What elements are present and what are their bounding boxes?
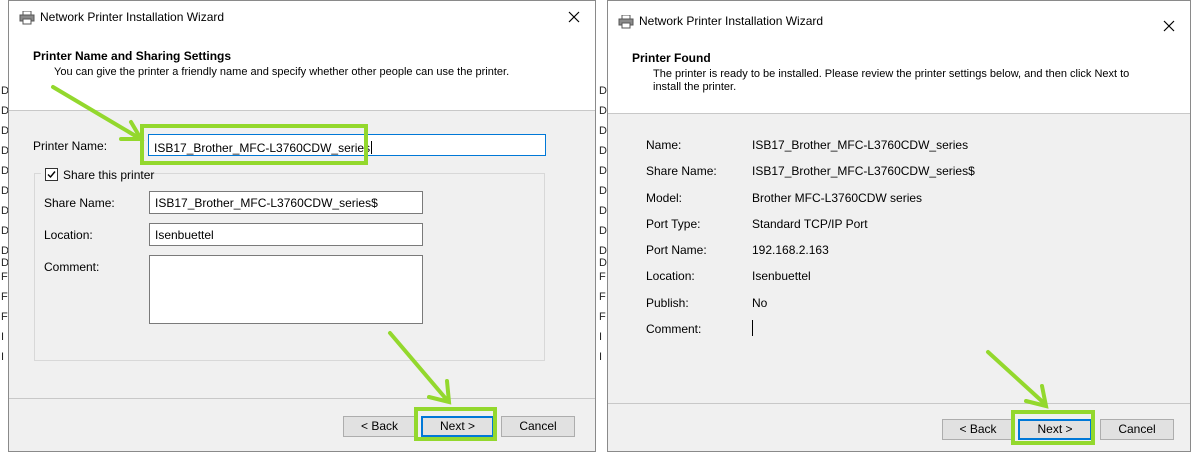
checkmark-icon xyxy=(47,171,56,179)
bg-fragment: I xyxy=(1,351,5,363)
page-description-line: install the printer. xyxy=(653,81,737,93)
share-name-value: ISB17_Brother_MFC-L3760CDW_series$ xyxy=(155,196,378,210)
page-title: Printer Found xyxy=(632,51,711,65)
highlight-box xyxy=(414,407,497,441)
bg-fragment: D xyxy=(599,165,607,177)
footer-divider xyxy=(608,403,1190,404)
next-button[interactable]: Next > xyxy=(421,416,494,437)
location-value: Isenbuettel xyxy=(155,228,214,242)
wizard-header: Printer Found The printer is ready to be… xyxy=(608,33,1190,114)
summary-label: Share Name: xyxy=(646,164,717,178)
bg-fragment: D xyxy=(599,225,607,237)
background-window-left: D D D D D D D D D D F F F I I xyxy=(1,0,9,456)
printer-name-label: Printer Name: xyxy=(33,139,108,153)
comment-textarea[interactable] xyxy=(149,255,423,324)
bg-fragment: D xyxy=(599,125,607,137)
bg-fragment: D xyxy=(1,105,9,117)
back-button[interactable]: < Back xyxy=(343,416,416,437)
title-bar[interactable]: Network Printer Installation Wizard xyxy=(9,1,595,33)
close-icon[interactable] xyxy=(1156,14,1182,38)
comment-label: Comment: xyxy=(44,260,100,274)
close-icon[interactable] xyxy=(561,5,587,29)
share-name-label: Share Name: xyxy=(44,196,115,210)
wizard-dialog-printer-found: Network Printer Installation Wizard Prin… xyxy=(607,0,1191,452)
text-caret xyxy=(752,320,753,336)
summary-label: Port Name: xyxy=(646,243,707,257)
highlight-box xyxy=(1011,410,1095,445)
location-input[interactable]: Isenbuettel xyxy=(149,223,423,246)
bg-fragment: D xyxy=(599,105,607,117)
share-checkbox-label: Share this printer xyxy=(63,168,155,182)
bg-fragment: D xyxy=(1,125,9,137)
bg-fragment: I xyxy=(1,331,5,343)
bg-fragment: I xyxy=(599,331,603,343)
bg-fragment: F xyxy=(599,291,606,303)
bg-fragment: D xyxy=(1,165,9,177)
page-title: Printer Name and Sharing Settings xyxy=(33,49,232,63)
text-caret xyxy=(371,141,373,154)
title-bar[interactable]: Network Printer Installation Wizard xyxy=(608,1,1190,33)
arrow-pointer-icon xyxy=(986,350,1049,409)
summary-value: No xyxy=(752,296,768,310)
bg-fragment: F xyxy=(599,311,606,323)
window-title: Network Printer Installation Wizard xyxy=(639,14,824,28)
highlight-box xyxy=(140,124,368,165)
page-description-line: The printer is ready to be installed. Pl… xyxy=(653,68,1130,80)
bg-fragment: D xyxy=(1,205,9,217)
bg-fragment: D xyxy=(599,185,607,197)
share-checkbox-row[interactable]: Share this printer xyxy=(41,166,154,182)
wizard-dialog-sharing: Network Printer Installation Wizard Prin… xyxy=(8,0,596,452)
background-window-right: D D D D D D D D D D F F F I I xyxy=(599,0,607,456)
bg-fragment: F xyxy=(1,311,8,323)
bg-fragment: I xyxy=(599,351,603,363)
location-label: Location: xyxy=(44,228,93,242)
wizard-header: Printer Name and Sharing Settings You ca… xyxy=(9,33,595,111)
summary-value: 192.168.2.163 xyxy=(752,243,829,257)
printer-icon xyxy=(19,11,35,25)
cancel-button[interactable]: Cancel xyxy=(1100,419,1174,440)
summary-value: ISB17_Brother_MFC-L3760CDW_series xyxy=(752,138,969,152)
summary-label: Name: xyxy=(646,138,682,152)
summary-label: Publish: xyxy=(646,296,689,310)
bg-fragment: D xyxy=(1,85,9,97)
bg-fragment: D xyxy=(1,257,9,269)
share-checkbox[interactable] xyxy=(45,168,58,181)
bg-fragment: D xyxy=(1,185,9,197)
printer-name-input[interactable]: ISB17_Brother_MFC-L3760CDW_series xyxy=(148,134,546,156)
footer-divider xyxy=(9,398,595,399)
bg-fragment: D xyxy=(599,257,607,269)
summary-value: ISB17_Brother_MFC-L3760CDW_series$ xyxy=(752,164,975,178)
summary-label: Comment: xyxy=(646,322,702,336)
arrow-pointer-icon xyxy=(388,331,452,405)
bg-fragment: D xyxy=(599,205,607,217)
window-title: Network Printer Installation Wizard xyxy=(40,10,225,24)
bg-fragment: F xyxy=(1,271,8,283)
bg-fragment: D xyxy=(1,145,9,157)
summary-value: Brother MFC-L3760CDW series xyxy=(752,191,923,205)
printer-icon xyxy=(618,15,634,29)
summary-label: Model: xyxy=(646,191,683,205)
summary-value: Isenbuettel xyxy=(752,269,811,283)
printer-name-value: ISB17_Brother_MFC-L3760CDW_series xyxy=(154,141,371,155)
summary-label: Port Type: xyxy=(646,217,701,231)
summary-label: Location: xyxy=(646,269,695,283)
bg-fragment: D xyxy=(1,225,9,237)
arrow-pointer-icon xyxy=(51,85,145,141)
bg-fragment: F xyxy=(1,291,8,303)
bg-fragment: D xyxy=(599,245,607,257)
bg-fragment: F xyxy=(599,271,606,283)
next-button[interactable]: Next > xyxy=(1018,419,1092,440)
summary-value: Standard TCP/IP Port xyxy=(752,217,868,231)
page-description: You can give the printer a friendly name… xyxy=(54,66,510,78)
share-name-input[interactable]: ISB17_Brother_MFC-L3760CDW_series$ xyxy=(149,191,423,214)
share-groupbox xyxy=(34,173,545,361)
bg-fragment: D xyxy=(599,145,607,157)
bg-fragment: D xyxy=(599,85,607,97)
bg-fragment: D xyxy=(1,245,9,257)
page-description: The printer is ready to be installed. Pl… xyxy=(653,68,1129,94)
cancel-button[interactable]: Cancel xyxy=(501,416,575,437)
